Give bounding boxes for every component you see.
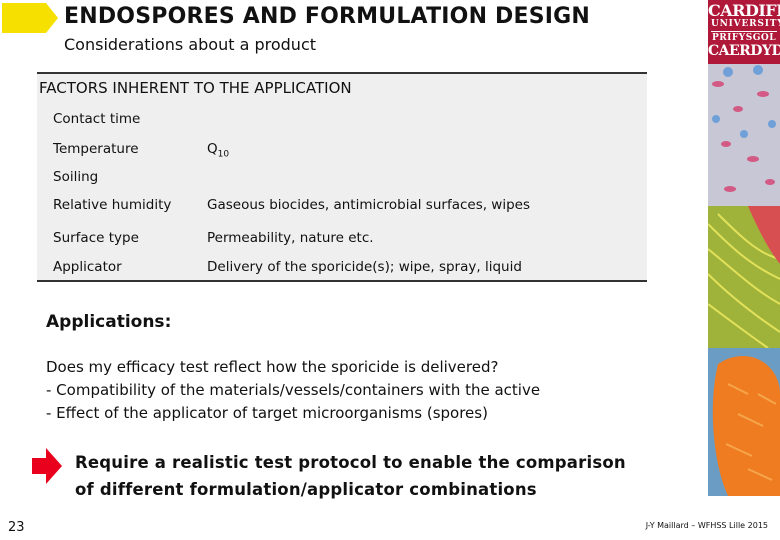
yellow-arrow-icon — [2, 3, 58, 33]
applications-bullet: - Compatibility of the materials/vessels… — [46, 381, 541, 399]
factor-value: Gaseous biocides, antimicrobial surfaces… — [207, 197, 531, 213]
logo-line-university: UNIVERSITY — [711, 19, 780, 32]
applications-heading-text: Applications — [46, 312, 165, 332]
applications-heading: Applications: — [46, 312, 172, 332]
applications-question: Does my efficacy test reflect how the sp… — [46, 358, 499, 376]
microscopy-images — [708, 64, 780, 496]
slide-subtitle: Considerations about a product — [64, 35, 317, 54]
factors-heading: FACTORS INHERENT TO THE APPLICATION — [39, 79, 352, 97]
university-logo: CARDIFF UNIVERSITY PRIFYSGOL CAERDYD — [708, 0, 780, 64]
q-symbol: Q — [207, 141, 218, 157]
q-subscript: 10 — [217, 149, 230, 160]
factor-label: Surface type — [53, 230, 139, 246]
page-number: 23 — [8, 520, 25, 535]
factor-value: Delivery of the sporicide(s); wipe, spra… — [207, 259, 522, 275]
logo-line-cardiff: CARDIFF — [708, 1, 780, 20]
factor-label: Soiling — [53, 169, 99, 185]
factors-table: FACTORS INHERENT TO THE APPLICATION Cont… — [37, 72, 647, 282]
footer-credit: J-Y Maillard – WFHSS Lille 2015 — [645, 521, 768, 530]
factor-label: Relative humidity — [53, 197, 172, 213]
factor-label: Contact time — [53, 111, 141, 127]
factor-label: Temperature — [53, 141, 139, 157]
applications-bullet: - Effect of the applicator of target mic… — [46, 404, 488, 422]
logo-line-caerdydd: CAERDYD — [708, 43, 780, 59]
logo-line-prifysgol: PRIFYSGOL — [711, 33, 777, 43]
factor-value: Permeability, nature etc. — [207, 230, 374, 246]
conclusion-text: Require a realistic test protocol to ena… — [75, 449, 626, 503]
factor-value: Q10 — [207, 141, 229, 160]
conclusion-line-1: Require a realistic test protocol to ena… — [75, 453, 626, 472]
red-arrow-icon — [32, 448, 62, 484]
factor-label: Applicator — [53, 259, 122, 275]
conclusion-line-2: of different formulation/applicator comb… — [75, 480, 537, 499]
slide-title: ENDOSPORES AND FORMULATION DESIGN — [64, 4, 591, 29]
